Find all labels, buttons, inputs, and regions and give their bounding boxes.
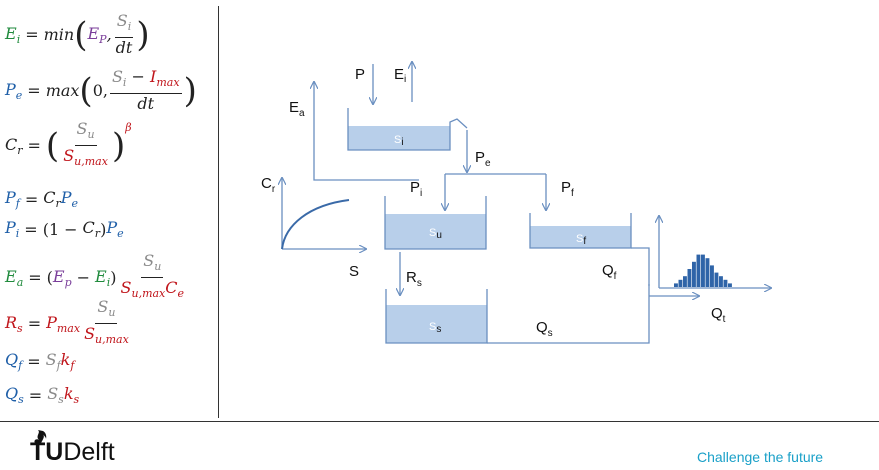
qt-label: Qt [711, 305, 726, 325]
ss-label: Ss [429, 321, 441, 335]
cr-label: Cr [261, 175, 276, 195]
footer-divider [0, 421, 879, 422]
runoff-coefficient-curve: Cr S [261, 175, 366, 280]
hydrograph-bar [701, 254, 705, 287]
sf-label: Sf [576, 233, 586, 247]
pe-label: Pe [475, 149, 491, 169]
fast-reservoir: Sf [529, 213, 632, 249]
ea-label: Ea [289, 99, 305, 119]
qf-label: Qf [602, 262, 617, 282]
hydrograph-bar [683, 276, 687, 287]
vertical-divider [218, 6, 219, 418]
tudelft-logo[interactable]: TUDelft [30, 438, 115, 467]
hydrograph-bar [714, 272, 719, 287]
logo-suffix: Delft [63, 438, 115, 466]
hydrograph-bar [705, 258, 710, 287]
hydrograph-bar [687, 269, 692, 287]
pi-label: Pi [410, 179, 422, 199]
interception-water [348, 126, 450, 150]
equation-panel: Ei = min ( EP, Si dt ) Pe = max ( 0, Si … [0, 0, 218, 418]
hydrograph-bar [710, 265, 714, 287]
su-label: Su [429, 227, 442, 241]
hydrograph [659, 216, 771, 288]
slow-reservoir: Ss [385, 289, 488, 344]
hydrograph-bar [674, 283, 678, 287]
hydrograph-bar [692, 261, 696, 287]
unsaturated-water [385, 214, 486, 249]
unsaturated-reservoir: Su [384, 196, 487, 250]
qf-line [631, 247, 650, 286]
si-label: Si [394, 134, 404, 148]
qs-label: Qs [536, 319, 553, 339]
hydrograph-bar [696, 254, 701, 287]
equation-cr: Cr = ( Su Su,max ) β [5, 119, 132, 169]
slow-water [386, 305, 487, 343]
pf-label: Pf [561, 179, 574, 199]
equation-pe: Pe = max ( 0, Si − Imax dt ) [5, 67, 197, 114]
s-axis-label: S [349, 263, 359, 280]
p-label: P [355, 66, 365, 83]
equation-ei: Ei = min ( EP, Si dt ) [5, 11, 150, 58]
qs-line [487, 284, 650, 344]
equation-pi: Pi = (1−Cr)Pe [5, 218, 124, 241]
hydrograph-bar [719, 276, 723, 287]
interception-reservoir: Si [347, 108, 468, 151]
hydrograph-bar [723, 279, 728, 287]
tagline: Challenge the future [697, 449, 824, 465]
hydrograph-bar [678, 279, 683, 287]
rs-label: Rs [406, 269, 422, 289]
equation-rs: Rs = Pmax Su Su,max [5, 297, 129, 347]
logo-prefix: TU [30, 438, 64, 466]
tudelft-flame-icon [34, 430, 47, 443]
ei-label: Ei [394, 66, 406, 85]
model-diagram: Si P Ei Ea Pe Pi Pf Su Cr S Sf Rs Ss [261, 0, 879, 344]
fast-water [530, 226, 631, 248]
hydrograph-bar [728, 283, 732, 287]
equation-ea: Ea = (Ep−Ei) Su Su,maxCe [5, 251, 185, 301]
ea-arrow [314, 82, 419, 181]
